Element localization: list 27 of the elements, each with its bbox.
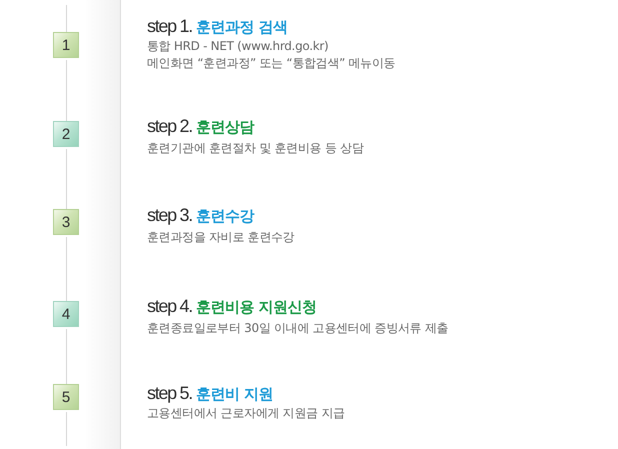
- step-label: step 1.: [147, 16, 192, 36]
- step-number-box: 5: [53, 384, 79, 410]
- step-description: 고용센터에서 근로자에게 지원금 지급: [147, 405, 345, 422]
- step-label: step 3.: [147, 205, 192, 225]
- step-number-box: 2: [53, 121, 79, 147]
- connector-line: [66, 60, 67, 122]
- step-title: 훈련과정 검색: [196, 18, 288, 36]
- connector-line: [66, 148, 67, 210]
- step-title: 훈련수강: [196, 207, 254, 225]
- step-description: 훈련기관에 훈련절차 및 훈련비용 등 상담: [147, 140, 364, 157]
- step-label: step 5.: [147, 383, 192, 403]
- step-title: 훈련비 지원: [196, 385, 274, 403]
- step-number-box: 4: [53, 301, 79, 327]
- step-label: step 4.: [147, 296, 192, 316]
- step-label: step 2.: [147, 116, 192, 136]
- step-description: 메인화면 “훈련과정” 또는 “통합검색” 메뉴이동: [147, 55, 396, 72]
- step-title: 훈련상담: [196, 118, 254, 136]
- connector-line: [66, 412, 67, 446]
- step-number-box: 1: [53, 32, 79, 58]
- connector-line: [66, 236, 67, 302]
- connector-line: [66, 328, 67, 384]
- connector-line: [66, 4, 67, 32]
- step-description: 훈련과정을 자비로 훈련수강: [147, 229, 294, 246]
- step-number-box: 3: [53, 209, 79, 235]
- step-title: 훈련비용 지원신청: [196, 298, 317, 316]
- step-description: 훈련종료일로부터 30일 이내에 고용센터에 증빙서류 제출: [147, 320, 448, 337]
- step-description: 통합 HRD - NET (www.hrd.go.kr): [147, 38, 328, 55]
